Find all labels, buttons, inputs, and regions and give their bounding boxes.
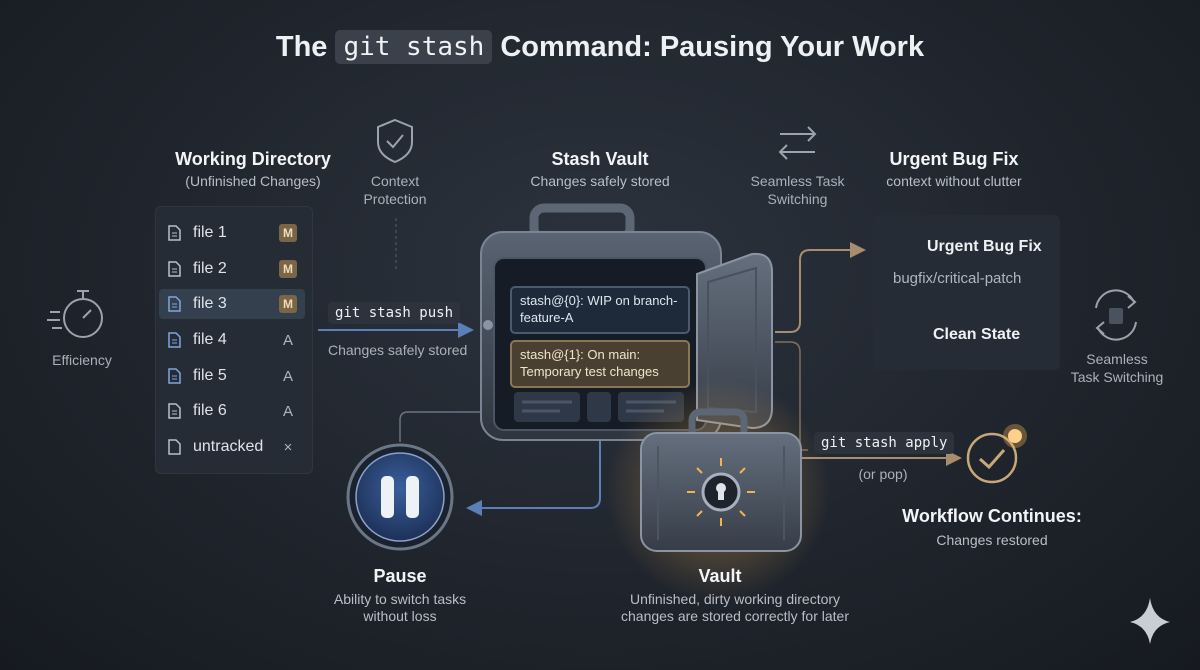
pause-subheading: Ability to switch tasks without loss <box>333 591 467 624</box>
return-arrow <box>466 430 601 516</box>
stash-apply-command: git stash apply <box>814 432 955 454</box>
context-protection-label: Context Protection <box>363 173 427 207</box>
sparkle-icon <box>1130 598 1170 644</box>
workflow-subheading: Changes restored <box>936 532 1048 548</box>
stash-push-command: git stash push <box>328 302 461 324</box>
file-name: untracked <box>193 438 264 455</box>
status-badge: A <box>282 367 293 385</box>
file-icon <box>168 368 181 384</box>
file-name: file 3 <box>193 295 227 312</box>
bugfix-arrow <box>775 242 866 333</box>
file-row-7[interactable]: untracked × <box>159 432 305 462</box>
file-name: file 4 <box>193 331 227 348</box>
status-badge: M <box>279 224 297 242</box>
refresh-cycle-icon <box>1095 289 1137 341</box>
bugfix-card-title: Urgent Bug Fix <box>927 238 1042 255</box>
urgent-bug-fix-card <box>873 215 1060 370</box>
status-badge: × <box>283 438 293 456</box>
file-row-1[interactable]: file 1 M <box>159 218 305 248</box>
file-row-3[interactable]: file 3 M <box>159 289 305 319</box>
task-switching-right-label: Seamless Task Switching <box>1070 351 1164 385</box>
working-directory-heading: Working Directory <box>175 149 331 169</box>
status-badge: A <box>282 402 293 420</box>
stopwatch-icon <box>47 290 103 338</box>
workflow-check-icon <box>966 424 1027 484</box>
file-icon <box>168 296 181 312</box>
stash-apply-caption: (or pop) <box>858 466 908 482</box>
page-title: The git stash Command: Pausing Your Work <box>0 30 1200 64</box>
file-name: file 6 <box>193 402 227 419</box>
stash-entry-0[interactable]: stash@{0}: WIP on branch-feature-A <box>510 286 690 334</box>
swap-arrows-icon <box>778 126 817 160</box>
title-prefix: The <box>275 30 328 63</box>
branch-name: bugfix/critical-patch <box>893 270 1022 287</box>
pause-heading: Pause <box>373 566 427 586</box>
title-code: git stash <box>335 30 493 64</box>
file-row-5[interactable]: file 5 A <box>159 361 305 391</box>
file-row-2[interactable]: file 2 M <box>159 254 305 284</box>
urgent-bug-fix-heading: Urgent Bug Fix <box>889 149 1019 169</box>
status-badge: M <box>279 295 297 313</box>
title-suffix: Command: Pausing Your Work <box>500 30 925 63</box>
urgent-bug-fix-subheading: context without clutter <box>886 173 1022 189</box>
stash-vault-subheading: Changes safely stored <box>530 173 670 189</box>
efficiency-label: Efficiency <box>52 352 112 368</box>
shield-check-icon <box>377 118 413 164</box>
vault-heading: Vault <box>698 566 742 586</box>
small-vault-case <box>640 408 802 552</box>
status-badge: M <box>279 260 297 278</box>
vault-subheading: Unfinished, dirty working directory chan… <box>621 591 849 624</box>
working-directory-subheading: (Unfinished Changes) <box>185 173 321 189</box>
file-icon <box>168 439 181 455</box>
pause-loop-line <box>399 411 480 442</box>
file-row-4[interactable]: file 4 A <box>159 325 305 355</box>
workflow-heading: Workflow Continues: <box>902 506 1082 526</box>
stash-entry-1[interactable]: stash@{1}: On main: Temporary test chang… <box>510 340 690 388</box>
file-name: file 2 <box>193 260 227 277</box>
file-icon <box>168 261 181 277</box>
stash-vault-heading: Stash Vault <box>551 149 649 169</box>
pause-icon <box>346 443 454 551</box>
file-row-6[interactable]: file 6 A <box>159 396 305 426</box>
file-icon <box>168 403 181 419</box>
clean-state-label: Clean State <box>933 326 1021 343</box>
status-badge: A <box>282 331 293 349</box>
stash-push-caption: Changes safely stored <box>328 342 468 358</box>
file-icon <box>168 225 181 241</box>
file-name: file 1 <box>193 224 227 241</box>
task-switching-top-label: Seamless Task Switching <box>750 173 845 207</box>
file-icon <box>168 332 181 348</box>
file-list: file 1 M file 2 M file 3 M file 4 A file… <box>155 206 313 474</box>
file-name: file 5 <box>193 367 227 384</box>
